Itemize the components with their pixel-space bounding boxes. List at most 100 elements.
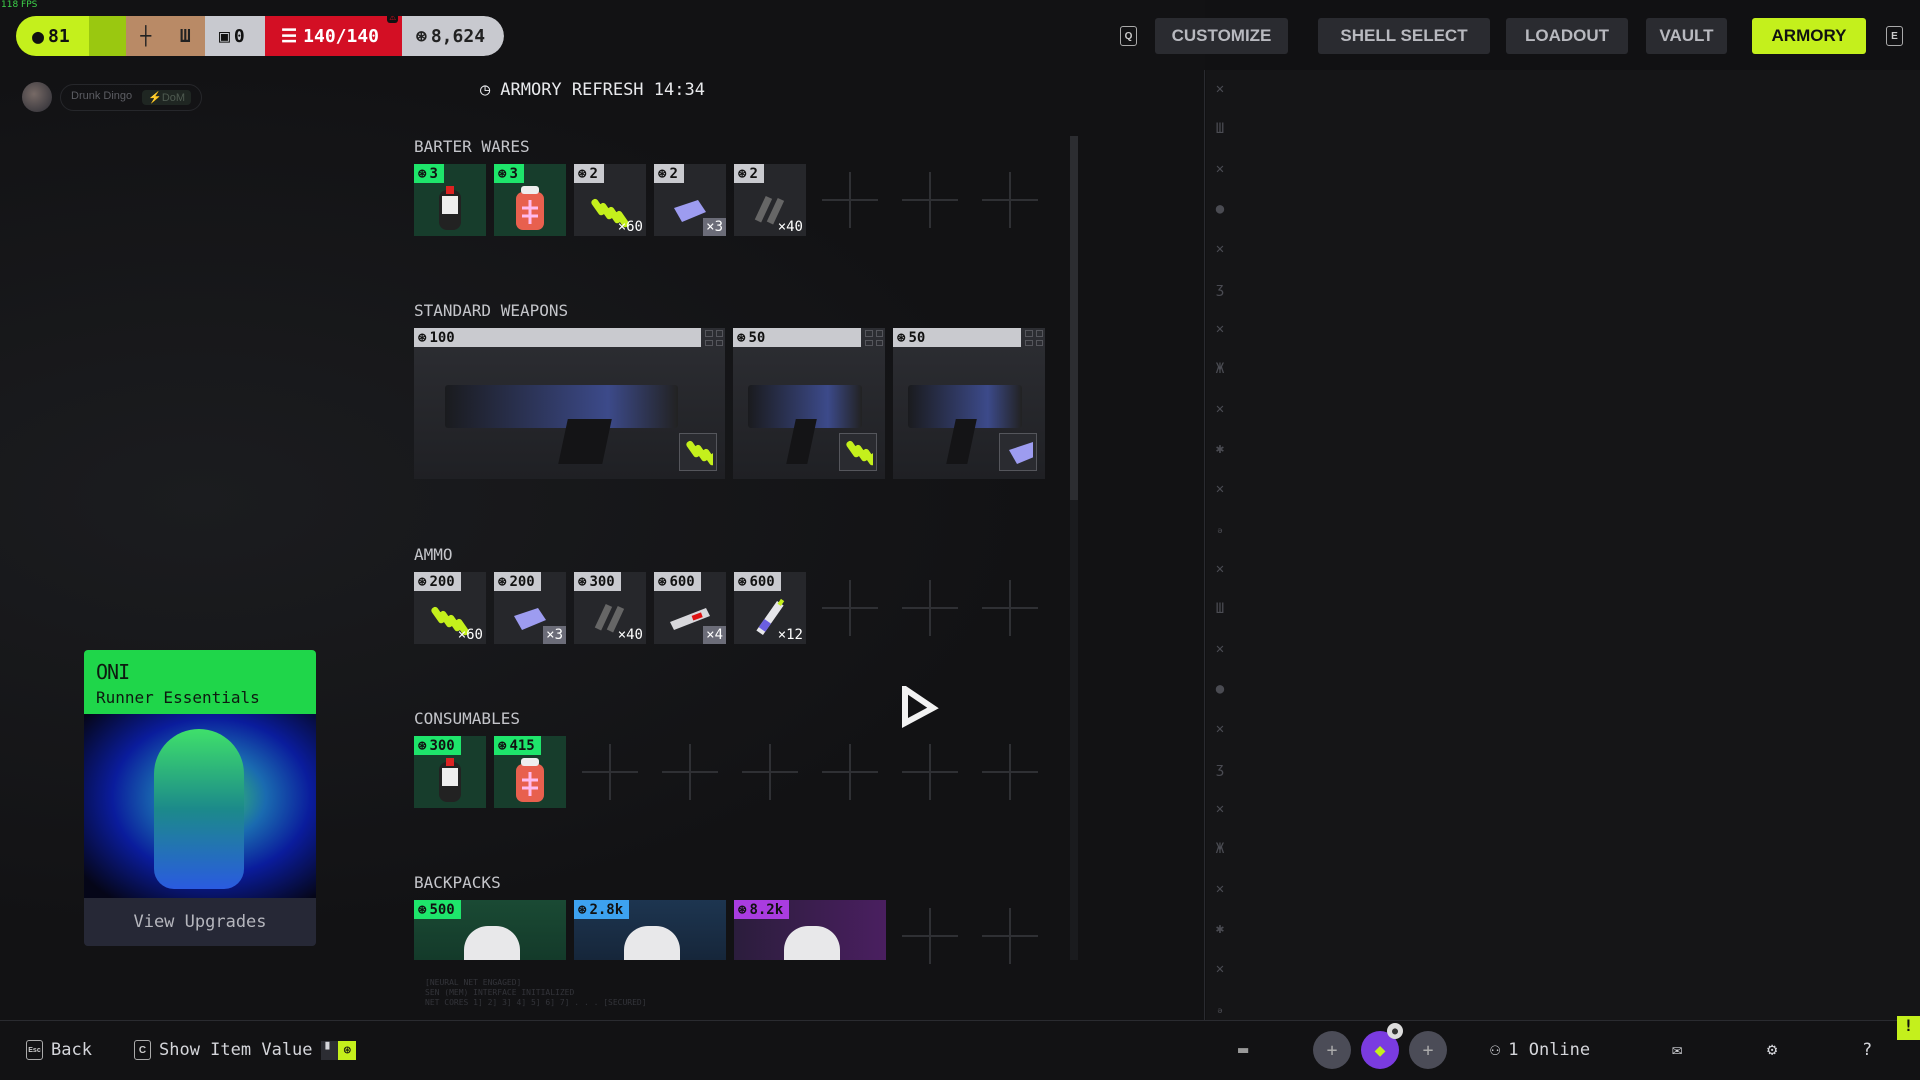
- item-tile[interactable]: ⊛300: [414, 736, 486, 808]
- crosshair-icon: ┼: [140, 25, 152, 47]
- cross-icon: ✕: [1215, 721, 1225, 737]
- item-tile[interactable]: ⊛2×3: [654, 164, 726, 236]
- empty-slot: [654, 736, 726, 808]
- item-tile[interactable]: ⊛300×40: [574, 572, 646, 644]
- price-tag: ⊛600: [734, 572, 781, 591]
- currency-icon: ⊛: [738, 165, 747, 182]
- level-badge[interactable]: ●81: [16, 16, 126, 56]
- tab-armory[interactable]: ARMORY: [1752, 18, 1866, 54]
- item-tile[interactable]: ⊛415: [494, 736, 566, 808]
- barter-row: ⊛3 ⊛3 ⊛2×60⊛2×3⊛2×40: [414, 164, 1046, 236]
- shells-icon: [574, 591, 646, 644]
- item-tile[interactable]: ⊛200×60: [414, 572, 486, 644]
- tier-icon: Ш: [179, 25, 191, 47]
- currency-icon: ⊛: [418, 573, 427, 590]
- chat-icon[interactable]: ▬: [1238, 1040, 1249, 1060]
- item-tile[interactable]: ⊛200×3: [494, 572, 566, 644]
- medkit-icon: [494, 755, 566, 808]
- backpack-image: [624, 926, 680, 960]
- item-tile[interactable]: ⊛3: [414, 164, 486, 236]
- party-self-avatar[interactable]: ◆●: [1361, 1023, 1403, 1069]
- cross-icon: ✕: [1215, 81, 1225, 97]
- fps-counter: 118 FPS: [1, 0, 38, 10]
- item-tile[interactable]: ⊛600×4: [654, 572, 726, 644]
- tab-vault[interactable]: VAULT: [1646, 18, 1727, 54]
- glyph-icon: Ш: [1215, 121, 1225, 137]
- terminal-line: NET CORES 1] 2] 3] 4] 5] 6] 7] . . . [SE…: [425, 998, 647, 1007]
- faction-badge[interactable]: ┼Ш: [126, 16, 205, 56]
- empty-slot: [894, 164, 966, 236]
- backpack-tile[interactable]: ⊛500: [414, 900, 566, 960]
- scrollbar-thumb[interactable]: [1070, 136, 1078, 500]
- currency-icon: ⊛: [737, 329, 746, 346]
- empty-slot: [814, 164, 886, 236]
- bullets-icon: [839, 433, 877, 471]
- price-tag: ⊛300: [414, 736, 461, 755]
- empty-slot: [974, 572, 1046, 644]
- currency-counter: ⊛8,624: [402, 16, 504, 56]
- currency-icon: ⊛: [418, 737, 427, 754]
- help-button[interactable]: ?: [1862, 1040, 1873, 1060]
- section-barter-wares: BARTER WARES: [414, 137, 530, 156]
- currency-icon: ⊛: [578, 165, 587, 182]
- warning-icon: ⚠: [387, 16, 398, 23]
- tab-loadout[interactable]: LOADOUT: [1506, 18, 1628, 54]
- item-tile[interactable]: ⊛2×40: [734, 164, 806, 236]
- item-quantity: ×3: [543, 626, 566, 644]
- show-item-value-label: Show Item Value: [159, 1040, 313, 1060]
- price-tag: ⊛50: [733, 328, 861, 347]
- scrollbar[interactable]: [1070, 136, 1078, 960]
- runner-icon: ●: [32, 24, 45, 48]
- view-upgrades-button[interactable]: View Upgrades: [84, 898, 316, 946]
- weapon-mods-icon[interactable]: [705, 330, 723, 346]
- item-tile[interactable]: ⊛3: [494, 164, 566, 236]
- weapon-mods-icon[interactable]: [865, 330, 883, 346]
- online-friends[interactable]: ⚇1 Online: [1490, 1040, 1590, 1060]
- currency-icon: ⊛: [416, 25, 427, 47]
- item-tile[interactable]: ⊛600×12: [734, 572, 806, 644]
- mail-icon[interactable]: ✉: [1672, 1040, 1683, 1060]
- weapon-tile[interactable]: ⊛50: [733, 328, 885, 479]
- cross-icon: ✕: [1215, 801, 1225, 817]
- stack-icon: ☰: [281, 25, 298, 47]
- tab-shell-select[interactable]: SHELL SELECT: [1318, 18, 1490, 54]
- medkit-icon: [494, 183, 566, 236]
- party-slot-add[interactable]: +: [1409, 1031, 1447, 1069]
- price-tag: ⊛300: [574, 572, 621, 591]
- settings-gear-icon[interactable]: ⚙: [1767, 1040, 1778, 1060]
- glyph-icon: ʒ: [1215, 761, 1225, 777]
- weapon-tile[interactable]: ⊛100: [414, 328, 725, 479]
- party-slot-add[interactable]: +: [1313, 1031, 1351, 1069]
- backpack-tile[interactable]: ⊛8.2k: [734, 900, 886, 960]
- mic-icon: ●: [1387, 1023, 1403, 1039]
- alert-notification-icon[interactable]: !: [1897, 1016, 1920, 1040]
- price-tag: ⊛2: [574, 164, 604, 183]
- weapon-tile[interactable]: ⊛50: [893, 328, 1045, 479]
- weapon-mods-icon[interactable]: [1025, 330, 1043, 346]
- username: Drunk Dingo: [71, 89, 133, 102]
- empty-slot: [814, 736, 886, 808]
- q-key-hint: Q: [1120, 26, 1137, 46]
- currency-icon: ⊛: [418, 165, 427, 182]
- tab-customize[interactable]: CUSTOMIZE: [1155, 18, 1288, 54]
- ammo-row: ⊛200×60⊛200×3⊛300×40⊛600×4⊛600×12: [414, 572, 1046, 644]
- item-tile[interactable]: ⊛2×60: [574, 164, 646, 236]
- glyph-icon: Ж: [1215, 841, 1225, 857]
- weapon-image: [445, 385, 679, 428]
- glyph-icon: ✱: [1215, 921, 1225, 937]
- cross-icon: ✕: [1215, 241, 1225, 257]
- cross-icon: ✕: [1215, 401, 1225, 417]
- backpack-tile[interactable]: ⊛2.8k: [574, 900, 726, 960]
- currency-icon: ⊛: [418, 901, 427, 918]
- price-value: 2: [749, 165, 758, 182]
- empty-slot: [574, 736, 646, 808]
- online-count: 1 Online: [1508, 1040, 1591, 1060]
- price-tag: ⊛3: [494, 164, 524, 183]
- price-value: 50: [908, 329, 926, 346]
- currency-icon: ⊛: [738, 573, 747, 590]
- canister-icon: [414, 183, 486, 236]
- user-chip[interactable]: Drunk Dingo⚡DoM: [22, 82, 203, 112]
